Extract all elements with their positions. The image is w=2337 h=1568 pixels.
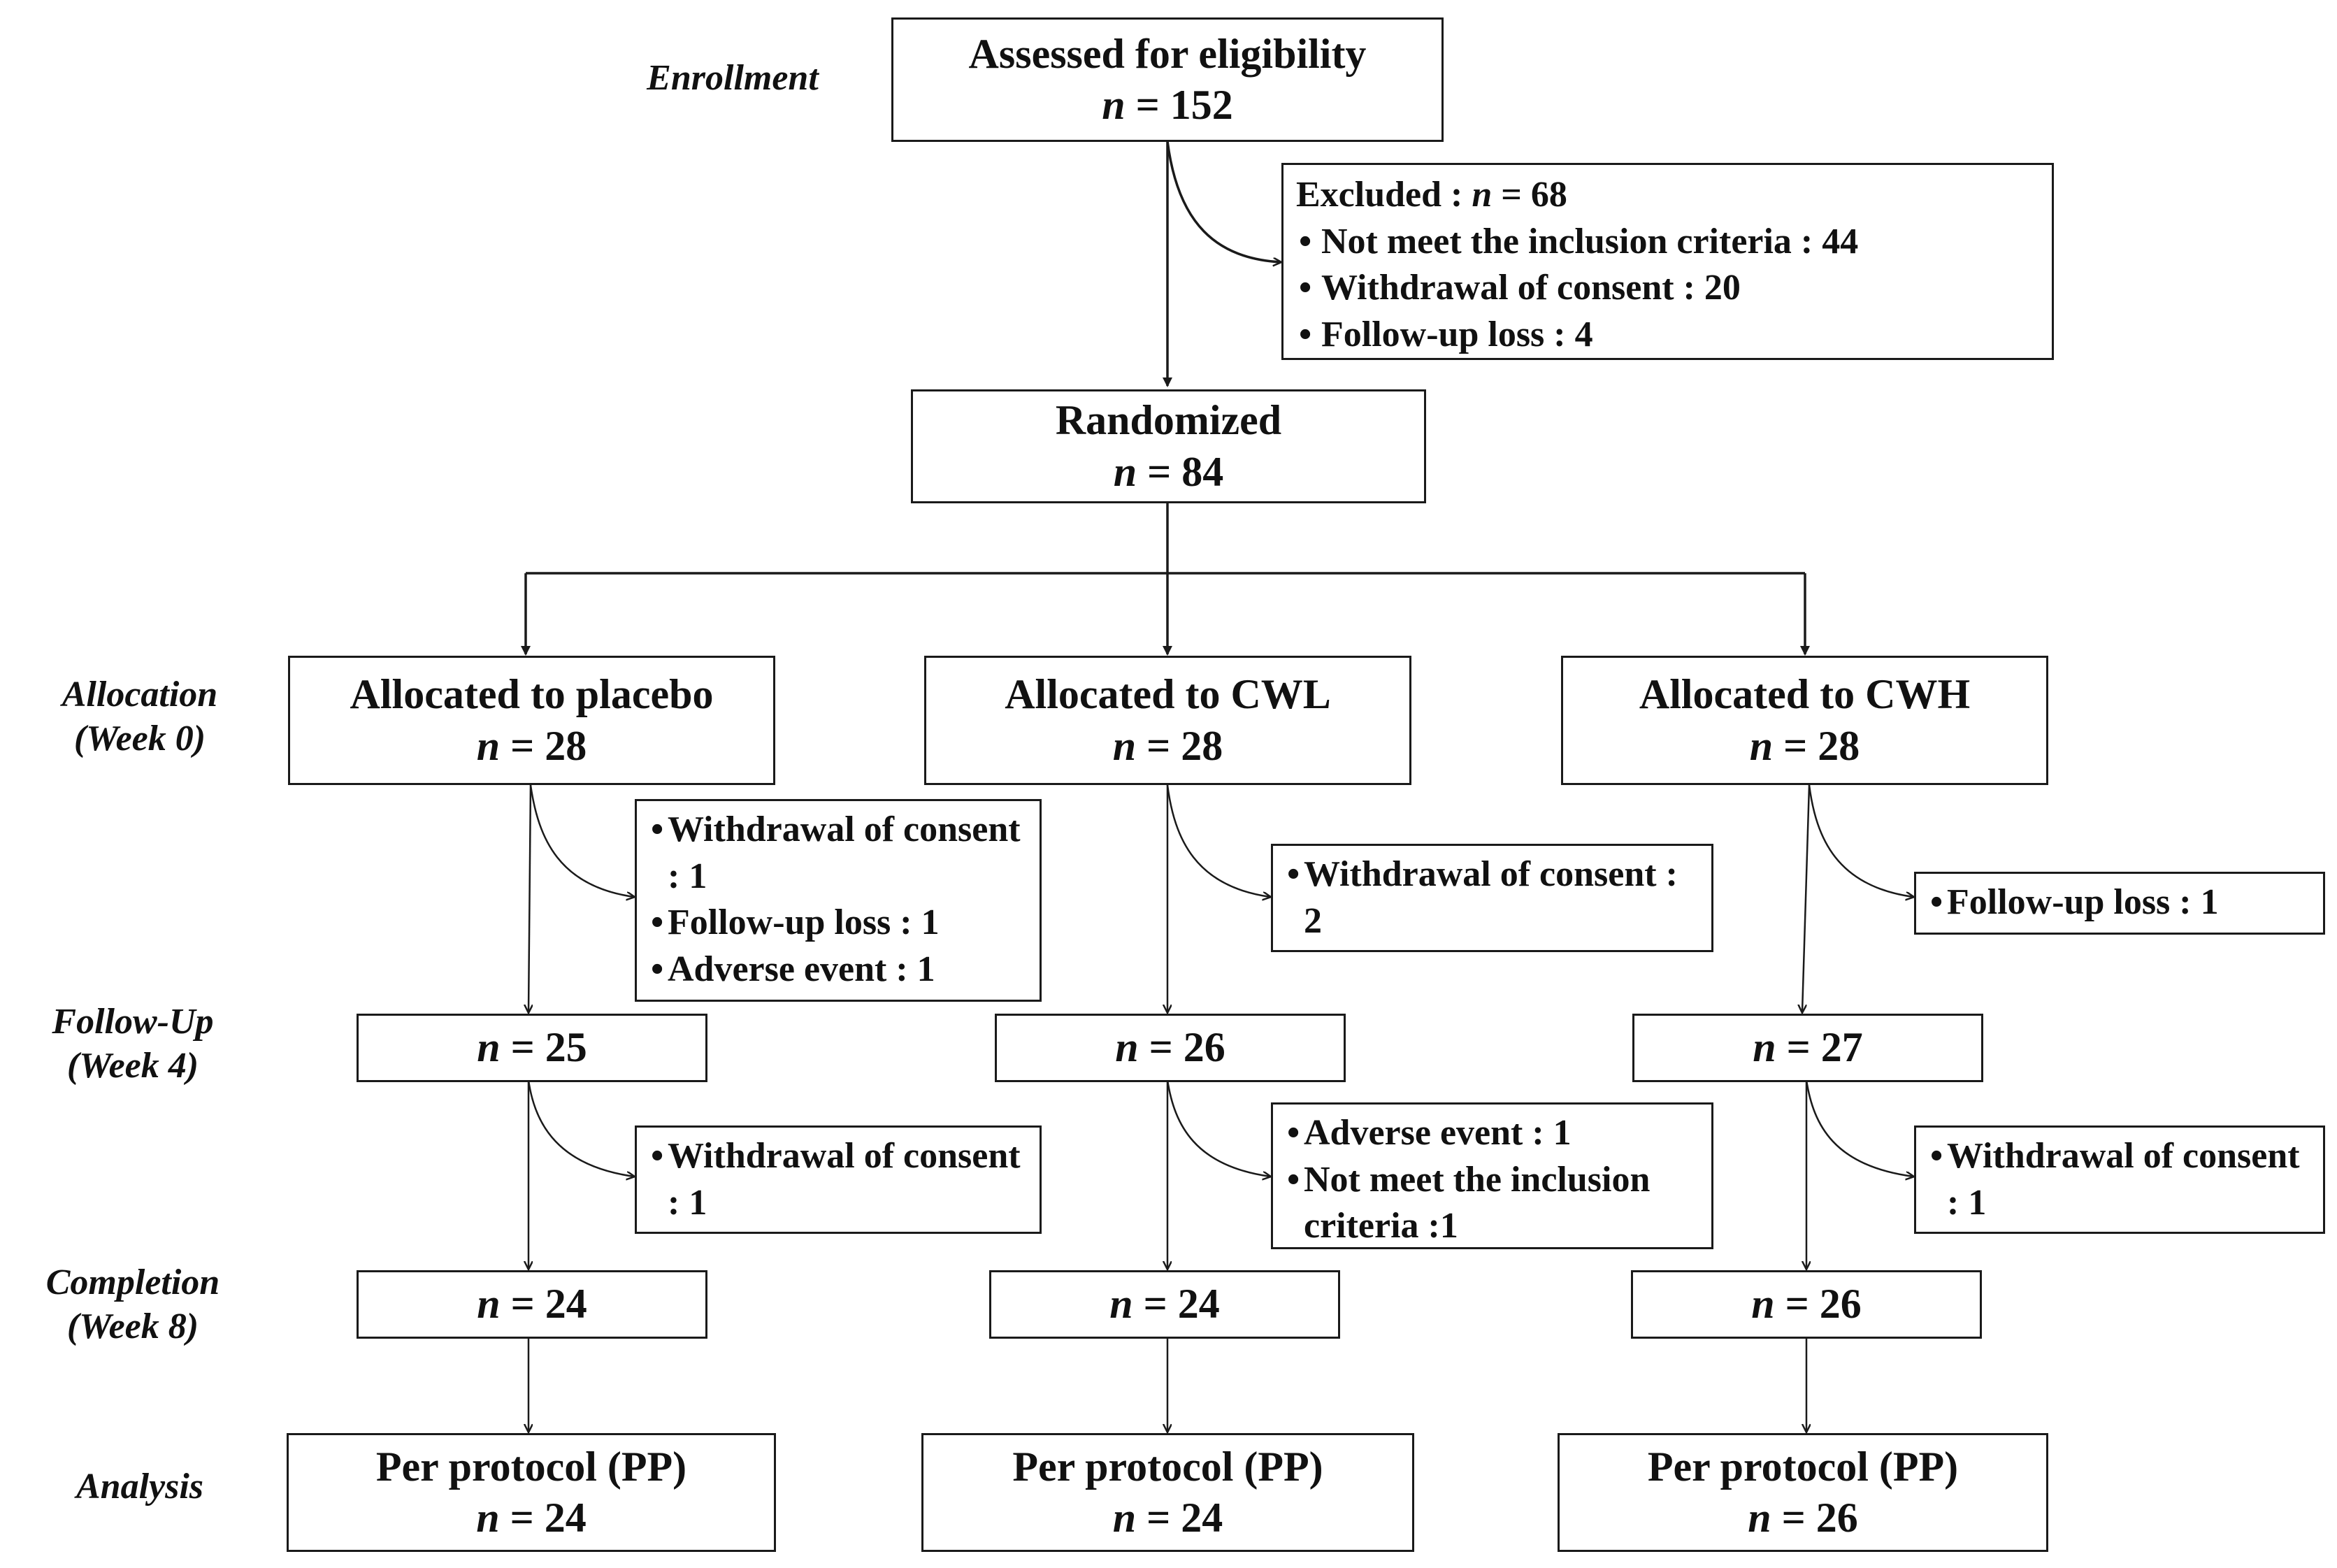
n-symbol: n — [1751, 1281, 1775, 1328]
allocation-title: Allocated to CWH — [1639, 671, 1971, 718]
analysis-title: Per protocol (PP) — [1012, 1443, 1323, 1490]
week0-loss-box-cwh: Follow-up loss : 1 — [1914, 872, 2325, 935]
analysis-n-value: = 26 — [1781, 1495, 1858, 1541]
week8-box-placebo: n = 24 — [357, 1270, 707, 1339]
analysis-n-value: = 24 — [510, 1495, 587, 1541]
loss-item: Withdrawal of consent : 2 — [1286, 851, 1699, 944]
assessed-box: Assessed for eligibility n = 152 — [891, 17, 1444, 142]
connector-excluded — [1166, 141, 1281, 262]
stage-enrollment-label: Enrollment — [647, 58, 819, 98]
loss-item: Withdrawal of consent : 1 — [1929, 1133, 2310, 1226]
stage-allocation-label: Allocation — [62, 675, 218, 714]
n-symbol: n — [1115, 1024, 1139, 1071]
week4-box-cwl: n = 26 — [995, 1014, 1346, 1082]
week8-n-value: = 24 — [1143, 1281, 1220, 1328]
stage-completion: Completion (Week 8) — [14, 1260, 252, 1349]
excluded-n-symbol: n — [1472, 175, 1493, 215]
week8-box-cwl: n = 24 — [989, 1270, 1340, 1339]
week8-n-value: = 26 — [1785, 1281, 1862, 1328]
week0-loss-box-placebo: Withdrawal of consent : 1 Follow-up loss… — [635, 799, 1042, 1002]
allocation-title: Allocated to placebo — [350, 671, 714, 718]
stage-completion-week: (Week 8) — [66, 1307, 199, 1347]
excluded-item: Not meet the inclusion criteria : 44 — [1296, 219, 2039, 266]
loss-item: Follow-up loss : 1 — [1929, 879, 2310, 926]
excluded-heading: Excluded : n = 68 — [1296, 172, 2039, 219]
allocation-n-value: = 28 — [1783, 722, 1860, 769]
allocation-n-value: = 28 — [1146, 722, 1223, 769]
randomized-n-symbol: n — [1113, 448, 1137, 495]
week4-loss-box-placebo: Withdrawal of consent : 1 — [635, 1125, 1042, 1234]
week4-loss-box-cwl: Adverse event : 1 Not meet the inclusion… — [1271, 1102, 1713, 1249]
analysis-box-cwl: Per protocol (PP) n = 24 — [921, 1433, 1414, 1552]
excluded-box: Excluded : n = 68 Not meet the inclusion… — [1281, 163, 2054, 360]
loss-item: Adverse event : 1 — [1286, 1110, 1699, 1157]
week4-box-cwh: n = 27 — [1632, 1014, 1983, 1082]
week8-n-value: = 24 — [510, 1281, 587, 1328]
connector-cwh-week0-week4 — [1802, 784, 1811, 1012]
allocation-box-cwl: Allocated to CWL n = 28 — [924, 656, 1411, 785]
n-symbol: n — [1109, 1281, 1133, 1328]
loss-item: Withdrawal of consent : 1 — [649, 1133, 1027, 1226]
assessed-n-value: = 152 — [1135, 82, 1233, 128]
allocation-n-value: = 28 — [510, 722, 587, 769]
randomized-box: Randomized n = 84 — [911, 389, 1426, 503]
excluded-list: Not meet the inclusion criteria : 44 Wit… — [1296, 219, 2039, 359]
n-symbol: n — [1112, 722, 1137, 769]
stage-analysis-label: Analysis — [75, 1467, 204, 1506]
analysis-box-placebo: Per protocol (PP) n = 24 — [287, 1433, 776, 1552]
stage-allocation: Allocation (Week 0) — [21, 672, 259, 761]
n-symbol: n — [477, 1281, 501, 1328]
analysis-box-cwh: Per protocol (PP) n = 26 — [1558, 1433, 2048, 1552]
randomized-n-value: = 84 — [1147, 448, 1224, 495]
week4-n-value: = 26 — [1149, 1024, 1225, 1071]
week4-n-value: = 25 — [510, 1024, 587, 1071]
allocation-box-placebo: Allocated to placebo n = 28 — [288, 656, 775, 785]
stage-follow-up-week: (Week 4) — [66, 1046, 199, 1086]
stage-follow-up: Follow-Up (Week 4) — [14, 1000, 252, 1088]
allocation-title: Allocated to CWL — [1005, 671, 1331, 718]
stage-allocation-week: (Week 0) — [73, 719, 206, 759]
loss-item: Not meet the inclusion criteria :1 — [1286, 1157, 1699, 1250]
excluded-item: Withdrawal of consent : 20 — [1296, 265, 2039, 312]
analysis-title: Per protocol (PP) — [1647, 1443, 1959, 1490]
stage-enrollment: Enrollment — [600, 56, 865, 100]
excluded-label: Excluded : — [1296, 175, 1472, 215]
n-symbol: n — [1749, 722, 1774, 769]
week4-box-placebo: n = 25 — [357, 1014, 707, 1082]
week4-n-value: = 27 — [1786, 1024, 1863, 1071]
connector-placebo-week0-week4 — [528, 784, 531, 1012]
n-symbol: n — [476, 1495, 500, 1541]
stage-follow-up-label: Follow-Up — [52, 1002, 214, 1042]
excluded-item: Follow-up loss : 4 — [1296, 312, 2039, 359]
week8-box-cwh: n = 26 — [1631, 1270, 1982, 1339]
loss-item: Follow-up loss : 1 — [649, 900, 1027, 947]
stage-completion-label: Completion — [45, 1263, 220, 1302]
randomized-title: Randomized — [1055, 397, 1282, 444]
n-symbol: n — [1748, 1495, 1771, 1541]
n-symbol: n — [1112, 1495, 1137, 1541]
week0-loss-box-cwl: Withdrawal of consent : 2 — [1271, 844, 1713, 952]
stage-analysis: Analysis — [21, 1465, 259, 1509]
assessed-title: Assessed for eligibility — [968, 30, 1367, 77]
analysis-n-value: = 24 — [1146, 1495, 1223, 1541]
n-symbol: n — [477, 1024, 501, 1071]
excluded-n-value: = 68 — [1492, 175, 1567, 215]
allocation-box-cwh: Allocated to CWH n = 28 — [1561, 656, 2048, 785]
n-symbol: n — [476, 722, 501, 769]
loss-item: Withdrawal of consent : 1 — [649, 807, 1027, 900]
analysis-title: Per protocol (PP) — [375, 1443, 687, 1490]
assessed-n-symbol: n — [1102, 82, 1126, 128]
loss-item: Adverse event : 1 — [649, 947, 1027, 993]
n-symbol: n — [1753, 1024, 1776, 1071]
week4-loss-box-cwh: Withdrawal of consent : 1 — [1914, 1125, 2325, 1234]
